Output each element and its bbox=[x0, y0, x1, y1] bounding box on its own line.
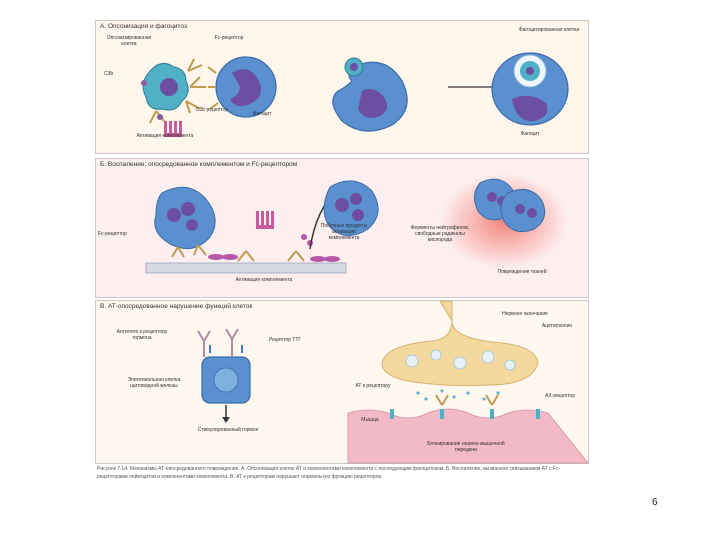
panel-b-illustration bbox=[145, 173, 568, 274]
thyroid-cell-nucleus bbox=[213, 367, 239, 393]
acetylcholine-vesicles bbox=[405, 349, 516, 371]
label-complement-activation: Активация комплемента bbox=[136, 133, 194, 139]
neutrophil-middle-nucleus bbox=[335, 193, 364, 221]
label-ach-receptor: АХ-рецептор bbox=[545, 393, 575, 399]
c3b-fragment bbox=[141, 80, 147, 86]
panel-inflammation: Б. Воспаление, опосредованное комплемент… bbox=[95, 158, 589, 298]
label-thyroid-cell: Эпителиальная клетка щитовидной железы bbox=[127, 377, 181, 389]
label-c3b: C3b bbox=[104, 71, 114, 77]
final-phagocyte-nucleus bbox=[512, 95, 548, 122]
label-c3b-receptor: C3b рецептор bbox=[195, 107, 229, 113]
ach-receptor-group bbox=[390, 409, 540, 419]
panel-opsonization: А. Опсонизация и фагоцитоз bbox=[95, 20, 589, 154]
panel-a-illustration bbox=[141, 52, 569, 137]
label-fc-receptor: Fc-рецептор bbox=[98, 231, 127, 237]
label-phagocyte-top: Фагоцит bbox=[252, 111, 272, 117]
neutrophil-left-nucleus bbox=[167, 202, 198, 231]
fc-receptor-group bbox=[207, 66, 219, 110]
antibody-group bbox=[197, 328, 239, 357]
tsh-receptor-group bbox=[209, 345, 243, 353]
panel-c-title: В. АТ-опосредованное нарушение функций к… bbox=[100, 303, 253, 310]
acetylcholine-molecules bbox=[416, 389, 500, 401]
label-complement-activation: Активация комплемента bbox=[235, 277, 293, 283]
complement-c1q-icon bbox=[256, 211, 274, 229]
neutrophil-left bbox=[154, 186, 216, 250]
blocking-antibody-group bbox=[435, 394, 499, 406]
muscle bbox=[347, 408, 589, 464]
label-fc-receptor: Fc-рецептор bbox=[214, 35, 244, 41]
c3b-fragment bbox=[157, 114, 163, 120]
nerve-terminal bbox=[381, 300, 539, 387]
engulfing-phagocyte-nucleus bbox=[358, 89, 387, 118]
phagocyte-nucleus bbox=[230, 69, 261, 107]
label-blocked-transmission: Блокирование нервно-мышечной передачи bbox=[427, 441, 505, 453]
complement-c1q-icon bbox=[164, 121, 182, 137]
antibody-group bbox=[171, 244, 305, 262]
panel-c-illustration bbox=[197, 300, 589, 464]
label-complement-products: Побочные продукты активации комплемента bbox=[320, 223, 368, 241]
label-tissue-damage: Повреждение тканей bbox=[497, 269, 547, 275]
panel-cell-dysfunction: В. АТ-опосредованное нарушение функций к… bbox=[95, 300, 589, 464]
page-number: 6 bbox=[652, 497, 658, 508]
label-nerve-ending: Нервное окончание bbox=[502, 311, 548, 317]
final-phagocyte bbox=[491, 52, 569, 126]
label-acetylcholine: Ацетилхолин bbox=[541, 323, 573, 329]
label-antibody-to-receptor: АТ к рецептору bbox=[355, 383, 391, 389]
panel-a-title: А. Опсонизация и фагоцитоз bbox=[100, 23, 187, 30]
label-opsonized-cell: Опсонизированная клетка bbox=[106, 35, 152, 47]
opsonized-cell-nucleus bbox=[160, 78, 178, 96]
label-phagocytosed-cell: Фагоцитированная клетка bbox=[518, 27, 580, 33]
label-neutrophil-enzymes: Ферменты нейтрофилов, свободные радикалы… bbox=[410, 225, 470, 243]
label-tsh-receptor: Рецептор ТТГ bbox=[268, 337, 302, 343]
panel-b-title: Б. Воспаление, опосредованное комплемент… bbox=[100, 161, 298, 168]
label-muscle: Мышца bbox=[361, 417, 379, 423]
neutrophil-middle bbox=[323, 180, 379, 236]
antibody-group bbox=[149, 58, 206, 124]
label-phagocyte: Фагоцит bbox=[520, 131, 540, 137]
complement-fragments bbox=[208, 234, 340, 262]
figure-caption: Рисунок 7.14. Механизмы АТ-опосредованно… bbox=[97, 466, 561, 480]
arrow-head bbox=[222, 417, 230, 423]
basement-membrane bbox=[145, 262, 347, 274]
label-stimulated-hormone: Стимулированный гормон bbox=[197, 427, 259, 433]
label-antibody: Антитело к рецептору гормона bbox=[116, 329, 168, 341]
